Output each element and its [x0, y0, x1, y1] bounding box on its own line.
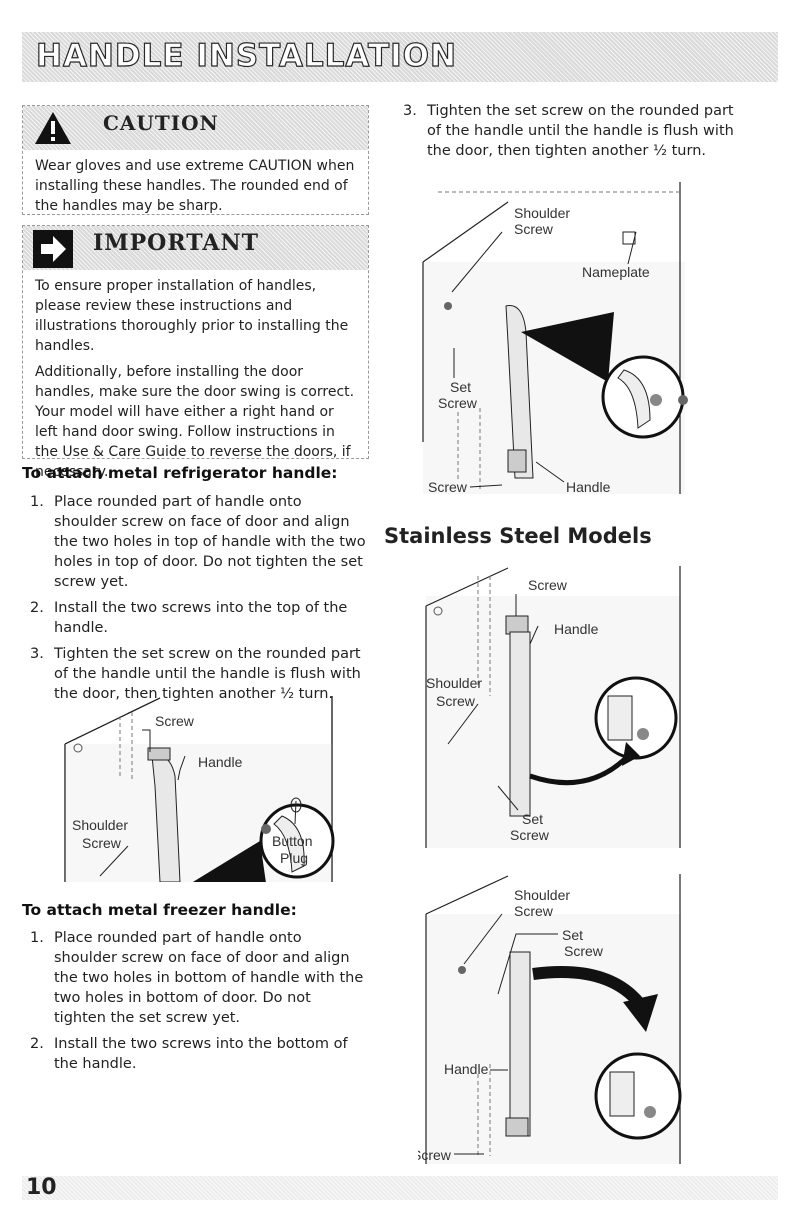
label-set: Set [562, 927, 583, 943]
label-set: Set [450, 379, 471, 395]
label-shoulder: Shoulder [72, 817, 128, 833]
list-item: 2.Install the two screws into the bottom… [30, 1036, 348, 1072]
label-handle: Handle [198, 754, 243, 770]
label-shoulder: Shoulder [426, 675, 482, 691]
label-screw: Screw [155, 713, 195, 729]
important-paragraph-2: Additionally, before installing the door… [35, 364, 355, 480]
label-screw: Screw [528, 577, 568, 593]
list-item: 3.Tighten the set screw on the rounded p… [403, 103, 734, 159]
page-number: 10 [26, 1175, 57, 1200]
stainless-heading: Stainless Steel Models [384, 524, 652, 548]
freezer-steps: 1.Place rounded part of handle onto shou… [22, 928, 367, 1080]
important-text: To ensure proper installation of handles… [23, 270, 368, 494]
label-button: Button [272, 833, 312, 849]
label-handle: Handle [554, 621, 599, 637]
footer-bar: 10 [22, 1175, 778, 1200]
label-nameplate: Nameplate [582, 264, 650, 280]
list-item: 1.Place rounded part of handle onto shou… [30, 930, 364, 1026]
caution-header: CAUTION [23, 106, 368, 150]
stainless-diagram-2: Shoulder Screw Set Screw Handle Screw [418, 874, 688, 1164]
label-shoulder-screw: Screw [514, 903, 554, 919]
important-header: IMPORTANT [23, 226, 368, 270]
label-shoulder-screw: Screw [82, 835, 122, 851]
label-set-screw: Screw [510, 827, 550, 843]
important-paragraph-1: To ensure proper installation of handles… [35, 278, 349, 354]
list-item: 3.Tighten the set screw on the rounded p… [30, 646, 361, 702]
important-box: IMPORTANT To ensure proper installation … [22, 225, 369, 480]
title-bar: HANDLE INSTALLATION [22, 32, 778, 82]
label-set-screw: Screw [438, 395, 478, 411]
caution-box: CAUTION Wear gloves and use extreme CAUT… [22, 105, 369, 215]
arrow-right-icon [33, 230, 73, 268]
stainless-diagram-1: Screw Handle Shoulder Screw Set Screw [418, 566, 688, 848]
refrigerator-handle-diagram: Screw Handle Shoulder Screw Button Plug [60, 696, 350, 882]
label-handle: Handle [444, 1061, 489, 1077]
freezer-step-3: 3.Tighten the set screw on the rounded p… [395, 101, 740, 167]
refrigerator-heading: To attach metal refrigerator handle: [22, 464, 338, 482]
label-screw: Screw [418, 1147, 452, 1163]
freezer-heading: To attach metal freezer handle: [22, 901, 297, 919]
refrigerator-steps: 1.Place rounded part of handle onto shou… [22, 492, 367, 710]
freezer-handle-diagram: Shoulder Screw Nameplate Set Screw Screw… [418, 182, 708, 494]
label-set: Set [522, 811, 543, 827]
page-title: HANDLE INSTALLATION [35, 37, 457, 74]
label-shoulder: Shoulder [514, 205, 570, 221]
label-screw: Screw [428, 479, 468, 494]
important-label: IMPORTANT [93, 230, 259, 256]
label-shoulder-screw: Screw [514, 221, 554, 237]
label-shoulder: Shoulder [514, 887, 570, 903]
label-set-screw: Screw [564, 943, 604, 959]
warning-icon [35, 112, 71, 144]
label-shoulder-screw: Screw [436, 693, 476, 709]
caution-text: Wear gloves and use extreme CAUTION when… [35, 158, 355, 214]
label-handle: Handle [566, 479, 611, 494]
list-item: 2.Install the two screws into the top of… [30, 600, 348, 636]
list-item: 1.Place rounded part of handle onto shou… [30, 494, 366, 590]
caution-label: CAUTION [103, 111, 219, 135]
label-plug: Plug [280, 850, 308, 866]
